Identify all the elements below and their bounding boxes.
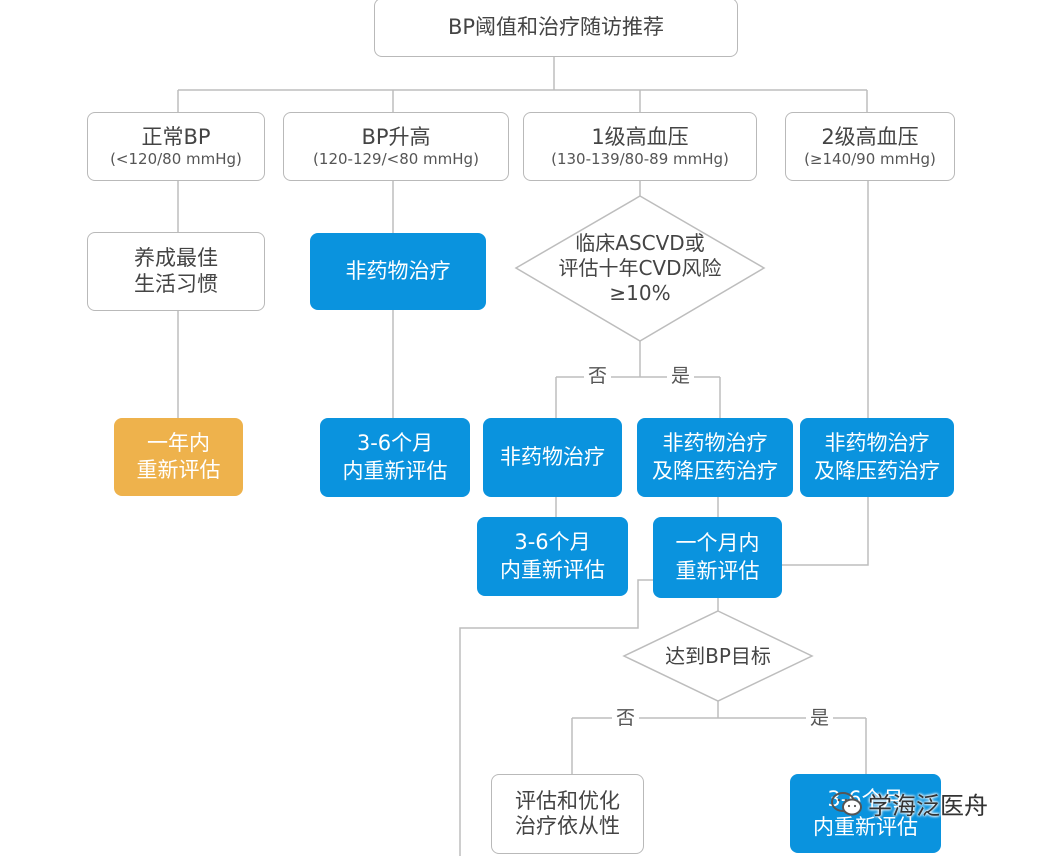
goal-text: 达到BP目标 [665,643,771,668]
watermark: 学海泛医舟 [830,786,988,821]
followup-line-2: 内重新评估 [500,557,605,582]
chart-title: BP阈值和治疗随访推荐 [374,0,738,57]
category-stage1-hypertension: 1级高血压 (130-139/80-89 mmHg) [523,112,757,181]
therapy-text: 非药物治疗 [500,444,605,469]
adherence-box: 评估和优化 治疗依从性 [491,774,644,854]
followup-line-1: 一个月内 [675,531,760,556]
therapy-line-2: 及降压药治疗 [652,458,778,483]
lifestyle-box: 养成最佳 生活习惯 [87,232,265,311]
category-name: 正常BP [141,124,211,149]
category-range: (≥140/90 mmHg) [804,150,936,169]
elevated-followup-box: 3-6个月 内重新评估 [320,418,470,497]
goal-yes-label: 是 [806,709,834,728]
stage1-no-therapy-box: 非药物治疗 [483,418,622,497]
followup-line-2: 内重新评估 [813,814,918,839]
stage1-no-followup-box: 3-6个月 内重新评估 [477,517,628,596]
followup-line-2: 重新评估 [136,458,221,482]
bp-goal-decision-text: 达到BP目标 [640,636,796,676]
ascvd-yes-label: 是 [667,367,695,386]
lifestyle-line-1: 养成最佳 [134,246,218,271]
therapy-line-1: 非药物治疗 [824,431,930,456]
followup-line-2: 重新评估 [675,558,760,583]
bp-goal-decision-diamond [622,610,814,702]
category-name: 1级高血压 [591,124,689,149]
category-name: 2级高血压 [821,124,919,149]
stage1-yes-followup-box: 一个月内 重新评估 [653,517,782,598]
watermark-text: 学海泛医舟 [868,792,988,820]
adherence-line-1: 评估和优化 [515,788,620,813]
category-normal-bp: 正常BP (<120/80 mmHg) [87,112,265,181]
goal-no-label: 否 [612,709,640,728]
wechat-icon [831,791,862,815]
ascvd-no-label: 否 [584,367,612,386]
followup-line-1: 一年内 [147,430,210,455]
stage2-therapy-box: 非药物治疗 及降压药治疗 [800,418,954,497]
category-range: (120-129/<80 mmHg) [313,150,479,169]
stage1-yes-therapy-box: 非药物治疗 及降压药治疗 [637,418,793,497]
therapy-line-1: 非药物治疗 [662,431,768,456]
decision-line-2: 评估十年CVD风险 [558,255,722,280]
category-range: (<120/80 mmHg) [110,150,242,169]
followup-line-1: 3-6个月 [514,530,591,555]
category-stage2-hypertension: 2级高血压 (≥140/90 mmHg) [785,112,955,181]
category-elevated-bp: BP升高 (120-129/<80 mmHg) [283,112,509,181]
therapy-line-2: 及降压药治疗 [814,458,940,483]
followup-line-1: 3-6个月 [356,431,434,456]
category-name: BP升高 [361,124,431,149]
ascvd-decision-diamond [514,195,766,342]
chart-title-text: BP阈值和治疗随访推荐 [447,14,665,39]
decision-line-1: 临床ASCVD或 [575,230,705,255]
category-range: (130-139/80-89 mmHg) [551,150,729,169]
ascvd-decision-text: 临床ASCVD或 评估十年CVD风险 ≥10% [536,218,744,318]
adherence-line-2: 治疗依从性 [515,814,620,838]
goal-followup-box: 3-6个月 内重新评估 [790,774,941,853]
followup-line-2: 内重新评估 [342,458,448,483]
decision-line-3: ≥10% [609,280,671,305]
elevated-therapy-box: 非药物治疗 [310,233,486,310]
normal-followup-box: 一年内 重新评估 [114,418,243,496]
lifestyle-line-2: 生活习惯 [134,271,218,296]
therapy-text: 非药物治疗 [345,258,451,283]
